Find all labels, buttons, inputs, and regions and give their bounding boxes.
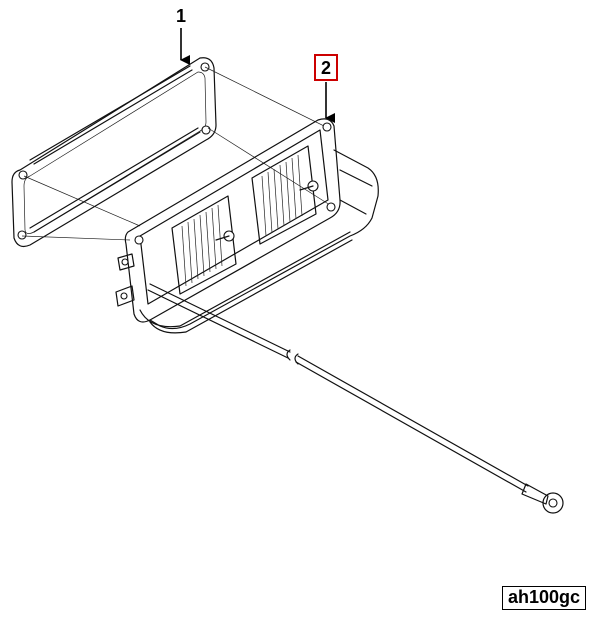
callout-2-highlight-box: [314, 54, 338, 81]
callout-1[interactable]: 1: [176, 6, 190, 65]
callout-1-label: 1: [176, 6, 186, 26]
left-element-fins: [181, 204, 223, 287]
power-cable: [147, 283, 564, 514]
heater-housing-part-2: [115, 118, 379, 334]
callout-2-label: 2: [321, 58, 331, 78]
gasket-part-1: [11, 57, 217, 248]
alignment-guides: [21, 66, 331, 241]
callout-2[interactable]: 2: [314, 54, 338, 123]
right-element-fins: [261, 154, 303, 237]
figure-reference-code: ah100gc: [502, 586, 586, 610]
